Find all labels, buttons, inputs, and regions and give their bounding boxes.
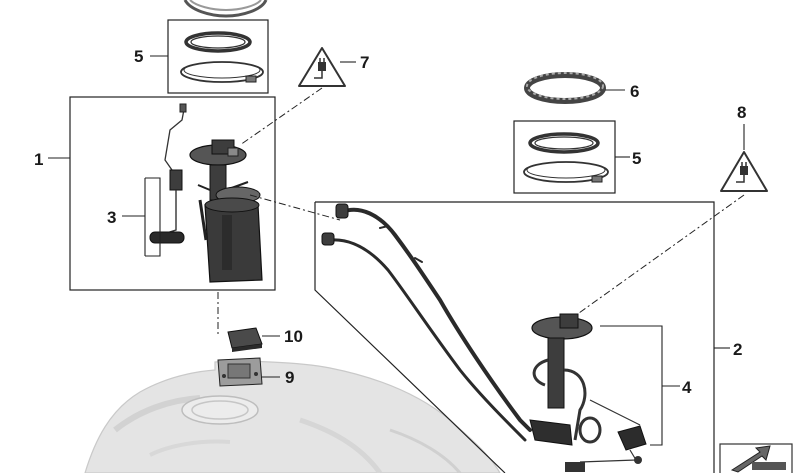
warning-triangle-plug-icon bbox=[298, 47, 346, 87]
seal-ring-left bbox=[184, 31, 252, 53]
clamp-ring-left bbox=[180, 61, 264, 83]
seal-ring-right bbox=[528, 132, 600, 154]
warning-triangle-plug-icon bbox=[720, 151, 768, 192]
fuel-lines bbox=[321, 203, 532, 442]
callout-5-right: 5 bbox=[632, 149, 641, 168]
bracket-9 bbox=[217, 357, 263, 387]
top-ring-partial bbox=[183, 0, 268, 18]
control-unit-10 bbox=[227, 327, 263, 352]
callout-4: 4 bbox=[682, 378, 692, 397]
clamp-ring-right bbox=[523, 161, 609, 183]
note-arrow-icon bbox=[719, 443, 793, 473]
box-part-2 bbox=[314, 201, 715, 473]
level-sender bbox=[149, 169, 185, 244]
callout-2: 2 bbox=[733, 340, 742, 359]
callout-3: 3 bbox=[107, 208, 116, 227]
fuel-pump-module bbox=[164, 103, 263, 283]
callout-6: 6 bbox=[630, 82, 639, 101]
callout-8: 8 bbox=[737, 103, 746, 122]
callout-9: 9 bbox=[285, 368, 294, 387]
box-part-1 bbox=[69, 96, 276, 291]
fuel-tank bbox=[84, 360, 501, 473]
callout-5-left: 5 bbox=[134, 47, 143, 66]
lock-ring-6 bbox=[524, 72, 606, 104]
fuel-sender-module-right bbox=[529, 313, 602, 446]
callout-10: 10 bbox=[284, 327, 303, 346]
callout-1: 1 bbox=[34, 150, 43, 169]
callout-7: 7 bbox=[360, 53, 369, 72]
level-sender-right bbox=[565, 399, 647, 472]
